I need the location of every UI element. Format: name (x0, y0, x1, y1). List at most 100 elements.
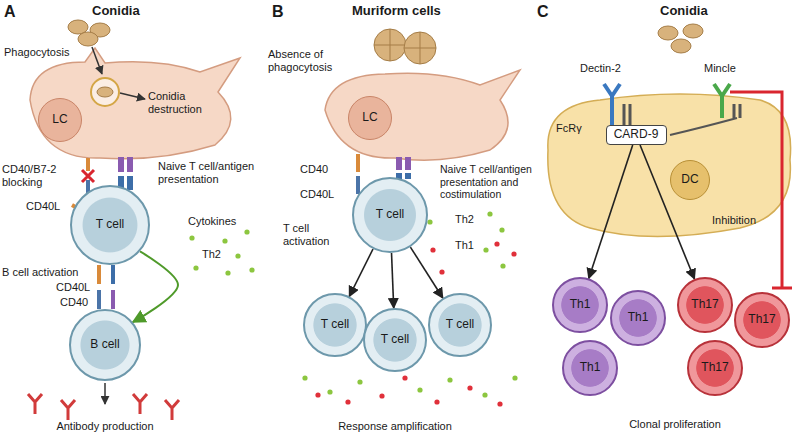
th1-cell: Th1 (552, 277, 608, 333)
blocked-costimulation (82, 170, 94, 182)
annotation-label: CD40L (300, 188, 334, 201)
node-text: LC (362, 111, 377, 125)
langerhans-cell-body (30, 48, 240, 159)
mincle-receptor (714, 84, 730, 118)
node-text: T cell (446, 318, 474, 332)
cytokine-dots (302, 375, 307, 380)
annotation-label: Th1 (455, 239, 474, 252)
muriform-cells (374, 29, 406, 61)
cytokine-dots (487, 211, 492, 216)
muriform-cells (404, 32, 436, 64)
annotation-label: Absence of phagocytosis (268, 48, 340, 74)
node-text: Th1 (570, 298, 591, 312)
annotation-label: Th2 (455, 213, 474, 226)
node-text: Th1 (628, 311, 649, 325)
node-text: DC (681, 173, 698, 187)
t-cell: T cell (303, 293, 367, 357)
phagocytosis-arrow (92, 47, 102, 74)
mhc-tcr-pair (405, 173, 411, 179)
cytokine-dots (244, 229, 249, 234)
antibodies (28, 394, 42, 414)
node-text: Th17 (748, 313, 775, 327)
annotation-label: Response amplification (320, 420, 470, 433)
t-cell: T cell (352, 177, 428, 253)
cytokine-dots (327, 389, 332, 394)
cytokine-arrow (133, 251, 178, 322)
cytokine-dots (315, 392, 320, 397)
destruction-arrow (120, 93, 145, 99)
cytokine-dots (379, 393, 384, 398)
th17-cell: Th17 (677, 277, 733, 333)
cytokine-dots (497, 401, 502, 406)
cytokine-dots (193, 265, 198, 270)
node-text: CARD-9 (614, 128, 659, 142)
cytokine-dots (512, 375, 517, 380)
antibodies (165, 400, 179, 420)
cytokine-dots (499, 227, 504, 232)
expansion-arrow (410, 247, 442, 298)
cytokine-dots (357, 379, 362, 384)
node-text: T cell (96, 218, 124, 232)
cytokine-dots (225, 270, 230, 275)
cytokine-dots (439, 269, 444, 274)
expansion-arrow (349, 249, 373, 296)
mhc-tcr-pair (396, 157, 402, 170)
annotation-label: Conidia destruction (148, 90, 210, 116)
annotation-label: Antibody production (30, 420, 180, 433)
t-cell: T cell (70, 185, 150, 265)
annotation-label: Dectin-2 (580, 62, 621, 75)
panel-letter: A (4, 2, 16, 21)
cytokine-dots (222, 238, 227, 243)
antibodies (28, 394, 179, 420)
cell-nucleus: LC (348, 96, 392, 140)
node-text: T cell (321, 318, 349, 332)
dectin-2-receptor (624, 104, 630, 125)
node-text: T cell (376, 208, 404, 222)
cd40-cd40l-bond (111, 265, 115, 284)
cell-nucleus: LC (38, 98, 82, 142)
th17-cell: Th17 (734, 292, 790, 348)
cytokine-dots (345, 399, 350, 404)
t-cell: T cell (363, 308, 427, 372)
conidia (658, 24, 703, 53)
annotation-label: Mincle (704, 62, 736, 75)
panel-letter: C (537, 2, 549, 21)
cytokine-dots (189, 235, 194, 240)
node-text: LC (52, 113, 67, 127)
node-text: Th17 (701, 361, 728, 375)
annotation-label: CD40 (300, 163, 328, 176)
annotation-label: CD40L (56, 281, 90, 294)
panel-letter: B (272, 2, 284, 21)
cd40-cd40l-bond (97, 265, 101, 284)
annotation-label: CD40 (60, 296, 88, 309)
conidia (671, 39, 691, 53)
conidia (658, 26, 678, 40)
b-cell: B cell (69, 309, 141, 381)
node-text: Th1 (580, 361, 601, 375)
differentiation-arrow (589, 145, 633, 278)
cytokine-dots (249, 267, 254, 272)
cytokine-dots (482, 392, 487, 397)
costimulation-pair (356, 154, 360, 172)
panel-heading: Muriform cells (352, 3, 441, 19)
annotation-label: CD40/B7-2 blocking (2, 163, 74, 189)
cytokine-dots (417, 387, 422, 392)
node-text: B cell (90, 338, 119, 352)
phagosome (97, 87, 113, 97)
mincle-receptor (734, 104, 740, 118)
node-text: Th17 (691, 298, 718, 312)
conidia (68, 20, 110, 46)
cytokine-dots (511, 251, 516, 256)
muriform-cells (374, 29, 406, 61)
cytokine-dots (500, 263, 505, 268)
annotation-label: T cell activation (283, 222, 345, 248)
annotation-label: Naive T cell/antigen presentation (158, 160, 263, 186)
t-cell: T cell (428, 293, 492, 357)
annotation-label: Clonal proliferation (605, 418, 745, 431)
annotation-label: Th2 (202, 248, 221, 261)
cytokine-dots (494, 241, 499, 246)
langerhans-cell-body (325, 70, 520, 160)
annotation-label: B cell activation (2, 266, 78, 279)
cytokine-dots (483, 247, 488, 252)
destruction-arrow (120, 93, 145, 99)
